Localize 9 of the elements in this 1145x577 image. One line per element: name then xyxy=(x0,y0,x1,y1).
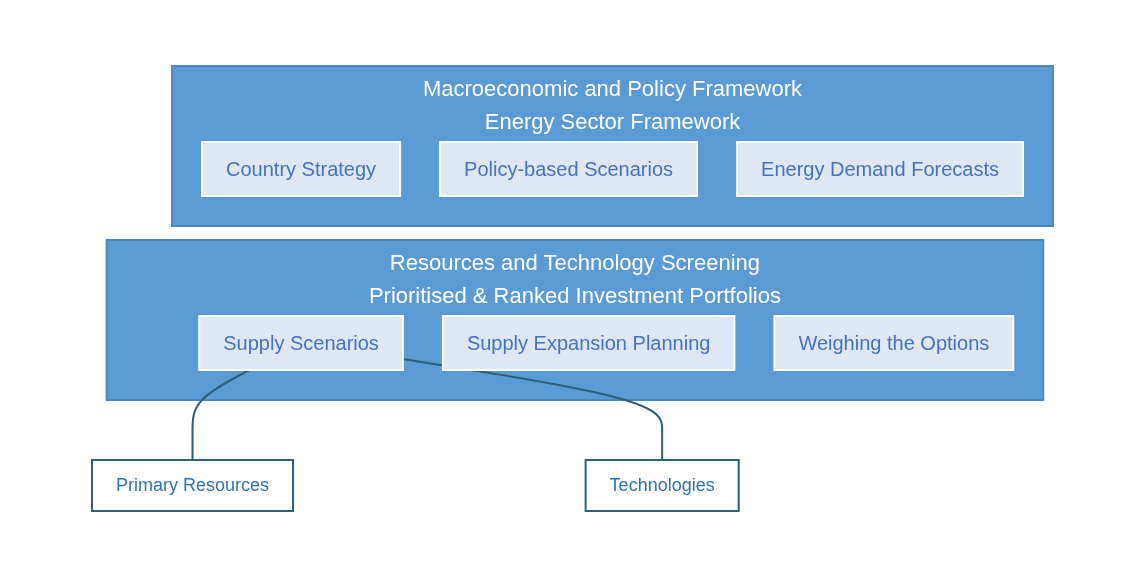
node-box: Supply Scenarios xyxy=(198,315,404,371)
node-box: Supply Expansion Planning xyxy=(441,315,736,371)
node-box: Energy Demand Forecasts xyxy=(736,141,1024,197)
node-box: Policy-based Scenarios xyxy=(439,141,699,197)
node-box: Technologies xyxy=(584,459,740,512)
node-box: Weighing the Options xyxy=(773,315,1015,371)
node-box: Primary Resources xyxy=(91,459,295,512)
connector xyxy=(191,369,251,461)
node-box: Country Strategy xyxy=(201,141,402,197)
